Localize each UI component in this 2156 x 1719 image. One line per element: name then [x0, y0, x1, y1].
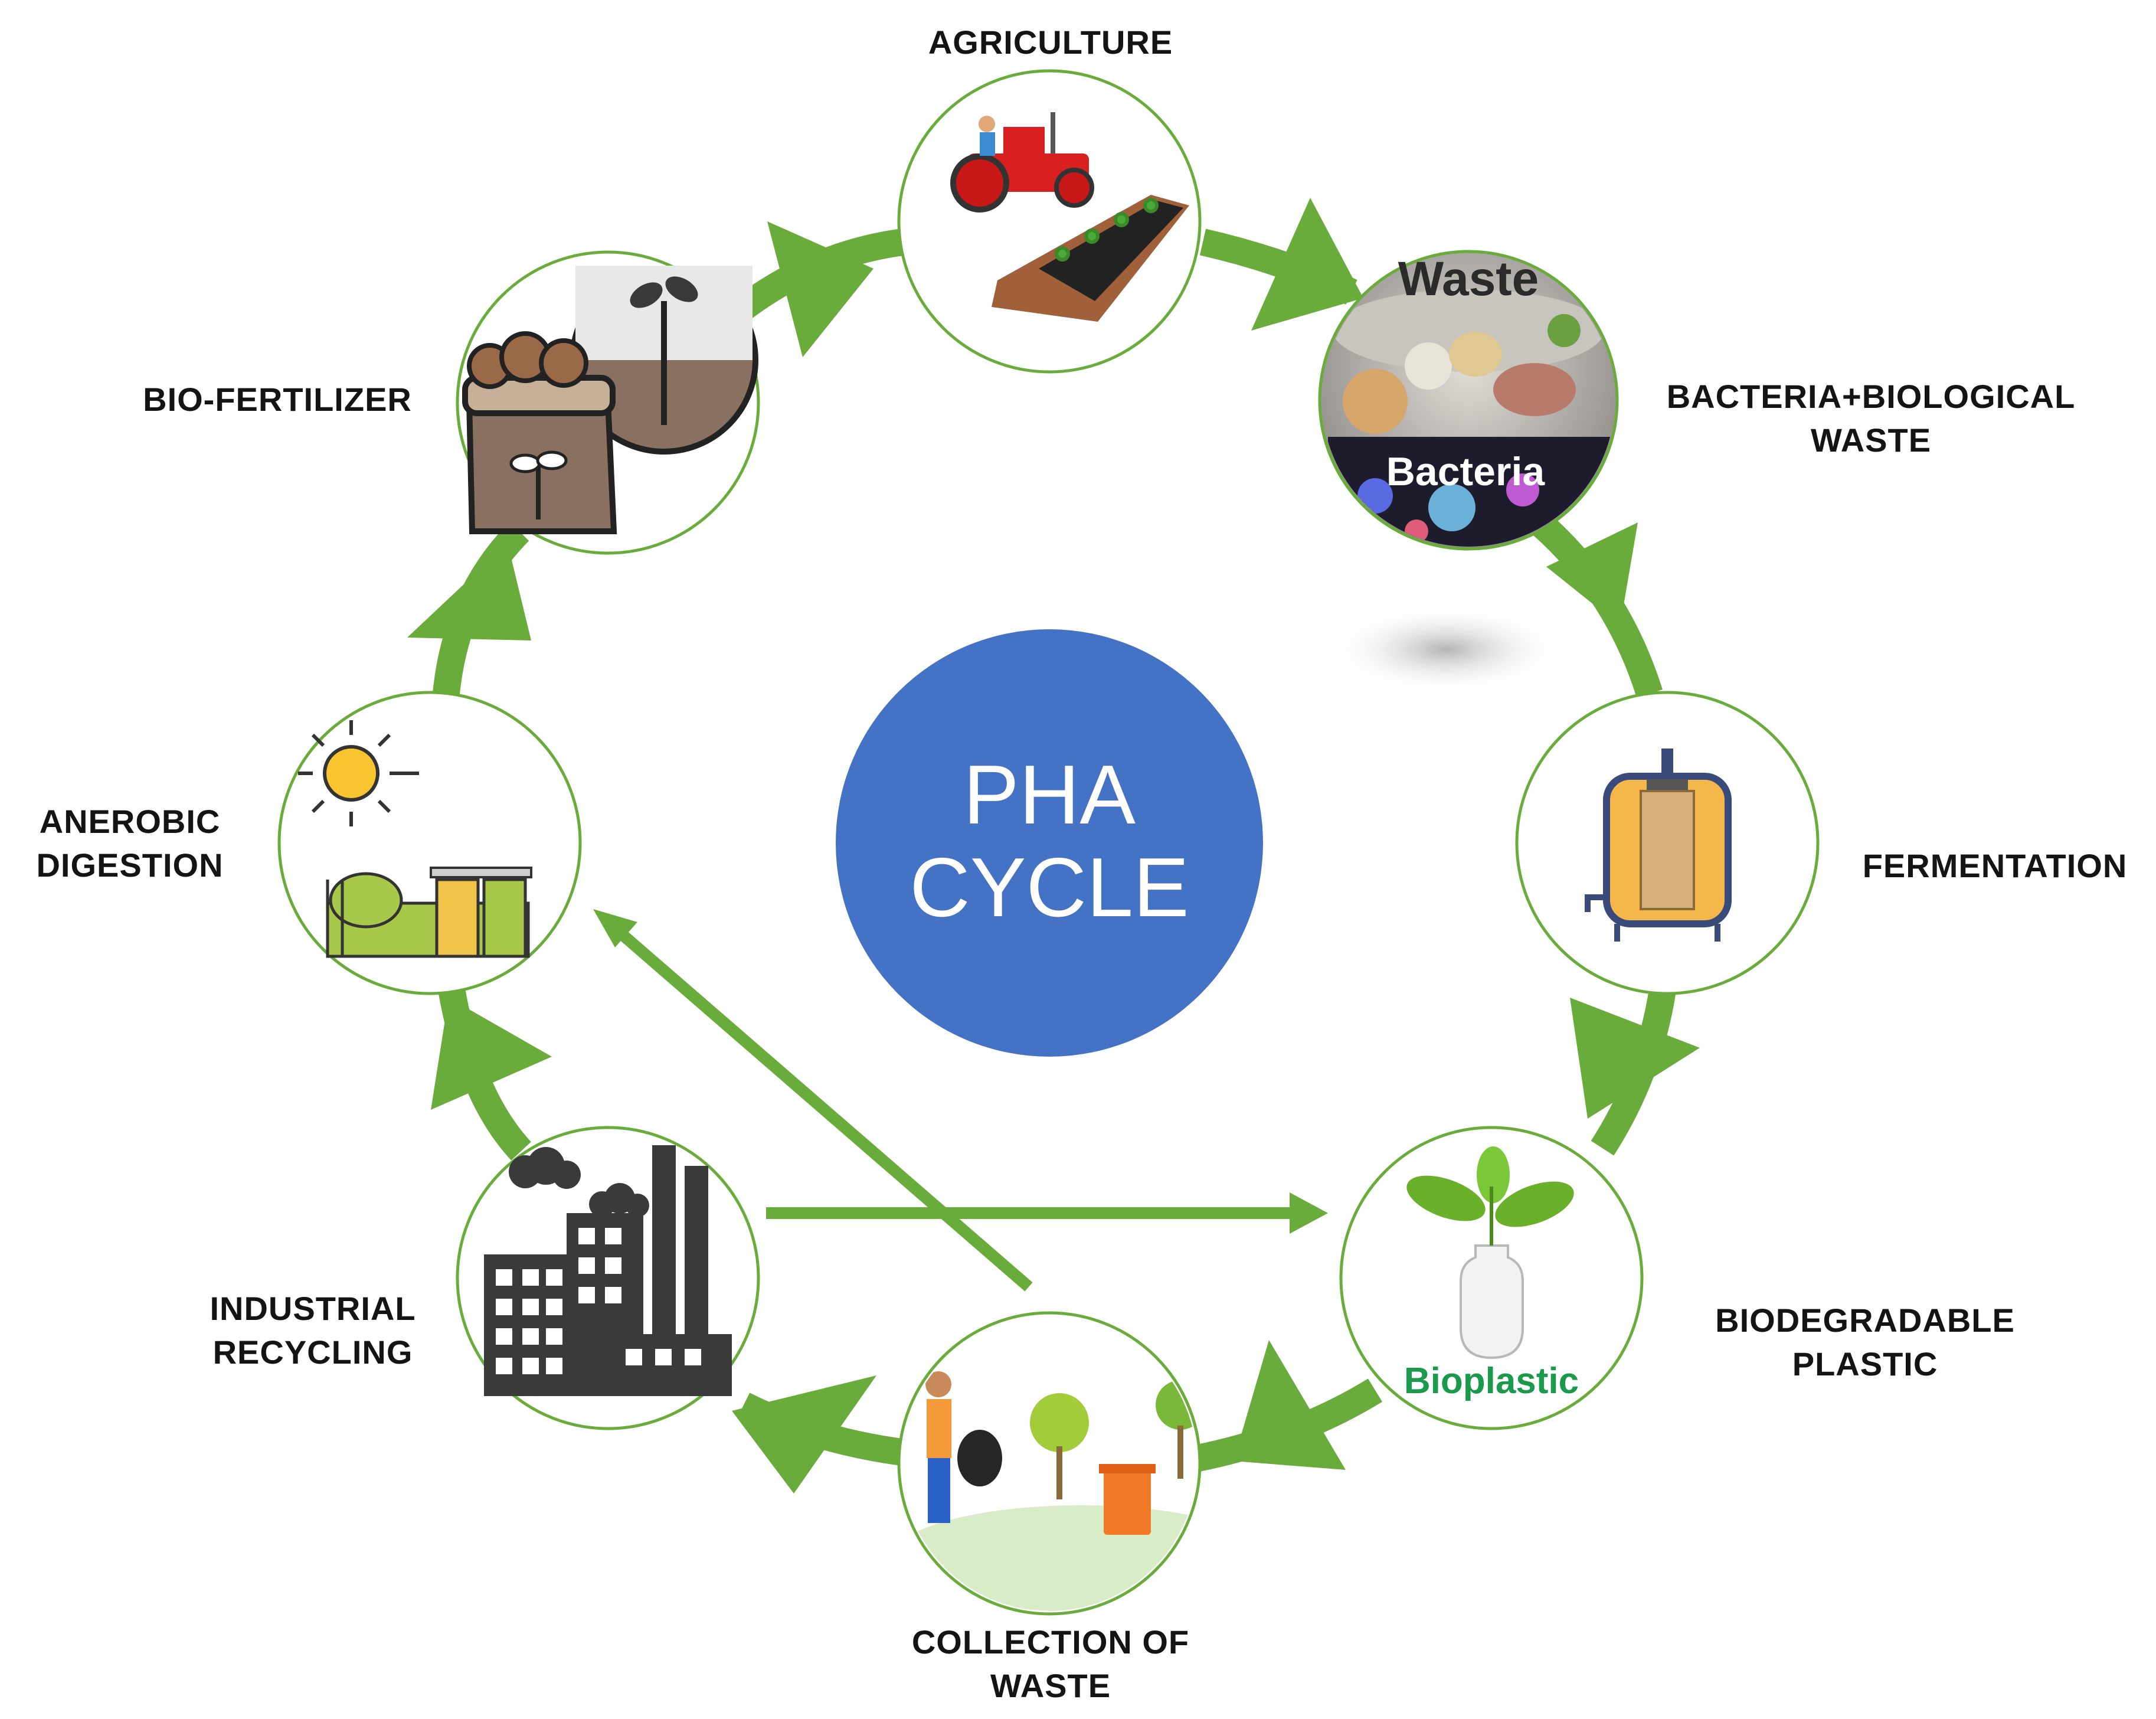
node-shadow [1328, 605, 1564, 694]
label-industrial-line2: RECYCLING [212, 1334, 413, 1371]
center-title-line1: PHA [963, 748, 1136, 842]
arrowhead [1570, 998, 1700, 1119]
node-anerobic [277, 691, 582, 995]
label-fermentation-text: FERMENTATION [1862, 847, 2128, 884]
label-anerobic-line1: ANEROBIC [39, 803, 221, 840]
arrowhead [732, 1375, 876, 1493]
label-collection-line1: COLLECTION OF [911, 1623, 1190, 1661]
bioplastic-image-text: Bioplastic [1404, 1361, 1579, 1401]
label-bioplastic-line2: PLASTIC [1792, 1345, 1938, 1383]
label-collection: COLLECTION OF WASTE [873, 1620, 1228, 1708]
arrowheads [407, 198, 1700, 1493]
label-bioplastic-line1: BIODEGRADABLE [1715, 1302, 2015, 1339]
label-industrial: INDUSTRIAL RECYCLING [177, 1287, 449, 1374]
fertilizer-sack-icon [462, 266, 758, 534]
bacteria-image-text: Bacteria [1386, 449, 1546, 494]
node-bioplastic: Bioplastic [1339, 1126, 1644, 1430]
waste-bacteria-icon [1328, 289, 1611, 547]
label-collection-line2: WASTE [990, 1667, 1111, 1704]
bioreactor-icon [1585, 749, 1732, 942]
label-anerobic: ANEROBIC DIGESTION [12, 800, 248, 887]
biogas-plant-icon [298, 720, 532, 958]
arrowhead [1251, 198, 1363, 331]
label-bioplastic: BIODEGRADABLE PLASTIC [1682, 1299, 2048, 1386]
center-title-line2: CYCLE [909, 841, 1189, 934]
node-bacteria: Waste Bacteria [1318, 250, 1619, 551]
center-circle: PHA CYCLE [836, 629, 1263, 1057]
bioplastic-bottle-icon [1406, 1146, 1574, 1359]
arrowhead [1546, 522, 1638, 626]
label-industrial-line1: INDUSTRIAL [210, 1290, 416, 1327]
label-bacteria-line2: WASTE [1810, 421, 1932, 459]
label-fertilizer: BIO-FERTILIZER [118, 378, 437, 421]
arrowhead [1234, 1340, 1346, 1470]
node-agriculture [897, 69, 1202, 374]
label-fertilizer-text: BIO-FERTILIZER [143, 381, 412, 418]
label-anerobic-line2: DIGESTION [36, 847, 224, 884]
arrowhead [1290, 1192, 1328, 1234]
node-collection [897, 1311, 1202, 1616]
node-fertilizer [456, 250, 760, 555]
label-bacteria: BACTERIA+BIOLOGICAL WASTE [1641, 375, 2101, 462]
label-agriculture: AGRICULTURE [873, 21, 1228, 64]
factory-icon [484, 1145, 732, 1396]
label-fermentation: FERMENTATION [1841, 844, 2148, 888]
tractor-field-icon [950, 112, 1189, 322]
label-bacteria-line1: BACTERIA+BIOLOGICAL [1666, 378, 2076, 415]
arrowhead [431, 998, 552, 1110]
inner-arrows [593, 909, 1328, 1292]
arrowhead [407, 543, 531, 640]
waste-image-text: Waste [1398, 252, 1539, 306]
label-agriculture-text: AGRICULTURE [928, 24, 1173, 61]
arrowhead [767, 221, 873, 357]
node-fermentation [1515, 691, 1820, 995]
node-industrial [456, 1126, 760, 1430]
arrowhead [593, 909, 637, 947]
arrow-collection-to-anerobic [613, 925, 1033, 1292]
